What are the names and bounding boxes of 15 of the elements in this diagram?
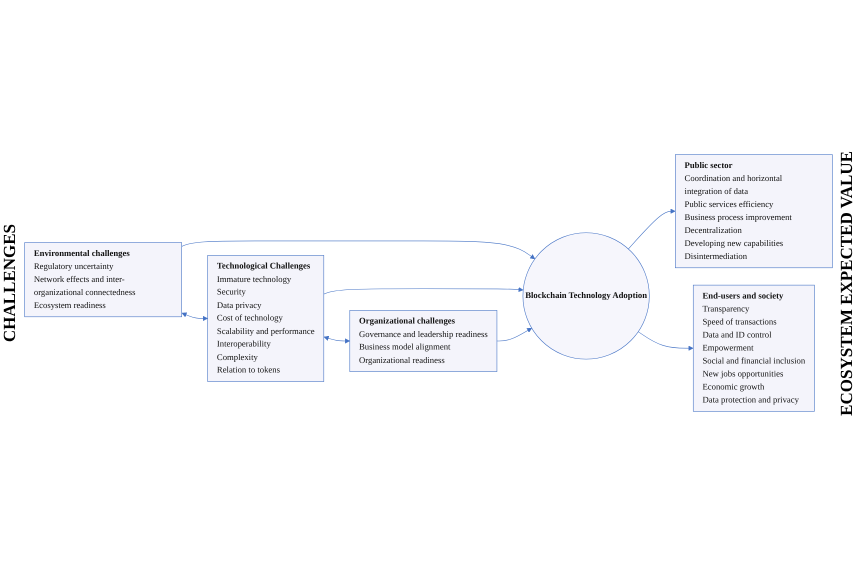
node-box: Public sector Coordination and horizontal integration of data Public services efficiency Business process improvement Decentralization Developing new capabilities Disintermediation <box>675 154 833 268</box>
arrow <box>181 240 536 260</box>
arrow <box>628 208 676 250</box>
arrow <box>324 336 350 344</box>
node-circle: Blockchain Technology Adoption <box>522 232 650 360</box>
side-heading: CHALLENGES <box>0 224 20 342</box>
node-box: Technological Challenges Immature technology Security Data privacy Cost of technology Scalability and performance Interoperability Complexity Relation to tokens <box>207 255 324 382</box>
arrow <box>324 287 524 294</box>
node-box: End-users and society Transparency Speed of transactions Data and ID control Empowerment Social and financial inclusion New jobs opportunities Economic growth Data protection and privacy <box>692 284 815 412</box>
arrow <box>182 312 208 322</box>
arrow <box>496 328 532 342</box>
arrow <box>638 331 694 351</box>
side-heading: ECOSYSTEM EXPECTED VALUE <box>837 150 857 416</box>
node-box: Organizational challenges Governance and leadership readiness Business model alignment Organizational readiness <box>350 310 498 372</box>
node-box: Environmental challenges Regulatory uncertainty Network effects and inter-organizational connectedness Ecosystem readiness <box>24 242 182 318</box>
